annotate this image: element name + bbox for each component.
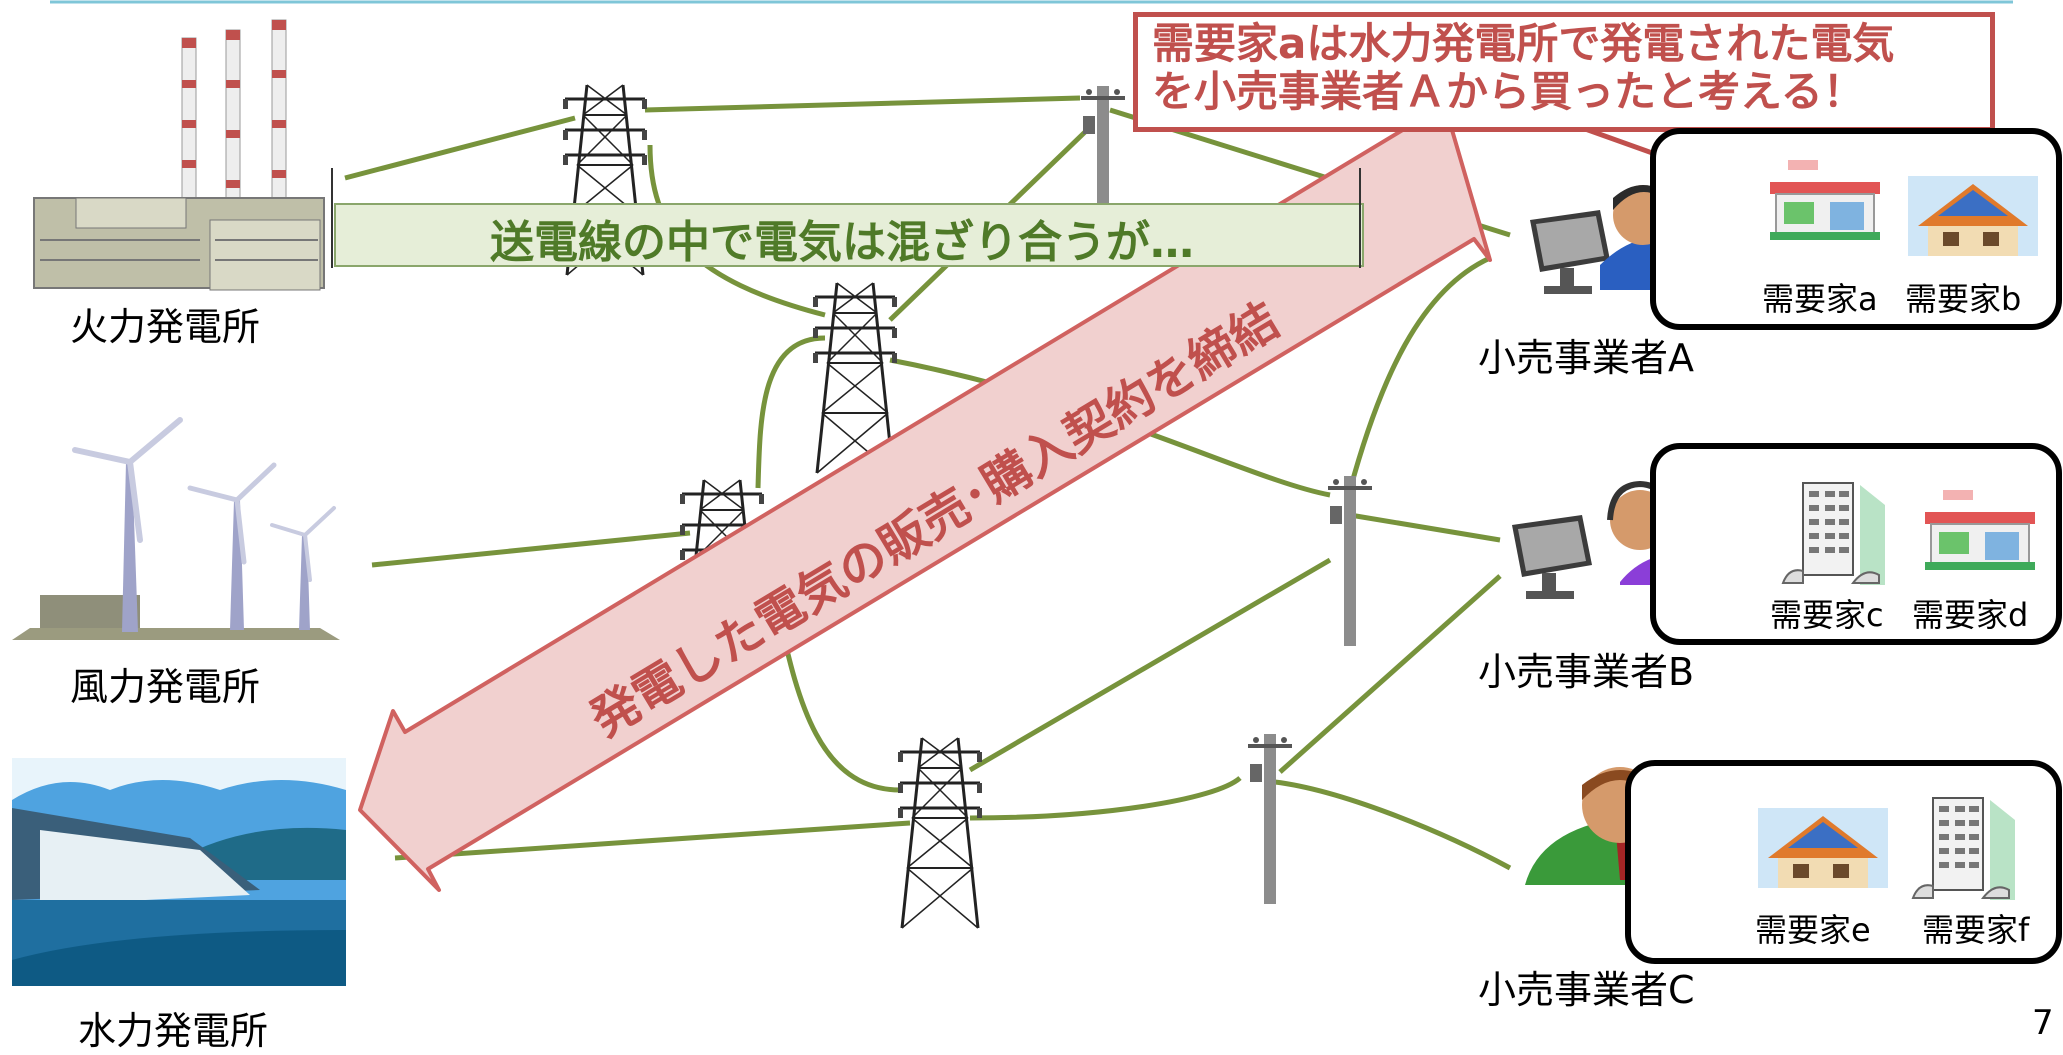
retailer-c-label: 小売事業者C xyxy=(1478,968,1695,1012)
thermal-plant-image xyxy=(33,19,325,291)
thermal-plant-label: 火力発電所 xyxy=(70,305,261,349)
customer-b-label: 需要家b xyxy=(1905,280,2022,318)
callout-text: 需要家aは水力発電所で発電された電気 を小売事業者Ａから買ったと考える！ xyxy=(1152,20,1894,116)
callout-line-1: 需要家aは水力発電所で発電された電気 xyxy=(1152,19,1895,68)
customer-d-label: 需要家d xyxy=(1912,596,2029,634)
band-background xyxy=(334,203,1364,267)
retailer-a-label: 小売事業者A xyxy=(1478,336,1694,380)
wind-plant-image xyxy=(12,417,340,640)
shop-icon xyxy=(1769,159,1881,241)
callout-line-2: を小売事業者Ａから買ったと考える！ xyxy=(1152,67,1865,116)
retailer-b-label: 小売事業者B xyxy=(1478,650,1695,694)
customer-f-label: 需要家f xyxy=(1922,911,2030,949)
customer-c-label: 需要家c xyxy=(1770,596,1884,634)
hydro-plant-label: 水力発電所 xyxy=(78,1009,269,1053)
hydro-plant-image xyxy=(12,758,346,986)
shop-icon xyxy=(1924,489,2036,571)
band-text: 送電線の中で電気は混ざり合うが… xyxy=(490,217,1194,268)
page-number: 7 xyxy=(2032,1003,2054,1043)
callout-box xyxy=(1133,12,1995,132)
house-icon xyxy=(1758,808,1888,888)
building-icon xyxy=(1904,789,2016,901)
band-bracket xyxy=(331,168,1361,268)
customer-e-label: 需要家e xyxy=(1755,911,1871,949)
wind-plant-label: 風力発電所 xyxy=(70,665,261,709)
customer-a-label: 需要家a xyxy=(1762,280,1878,318)
building-icon xyxy=(1774,474,1886,586)
house-icon xyxy=(1908,176,2038,256)
contract-arrow xyxy=(358,80,1492,892)
